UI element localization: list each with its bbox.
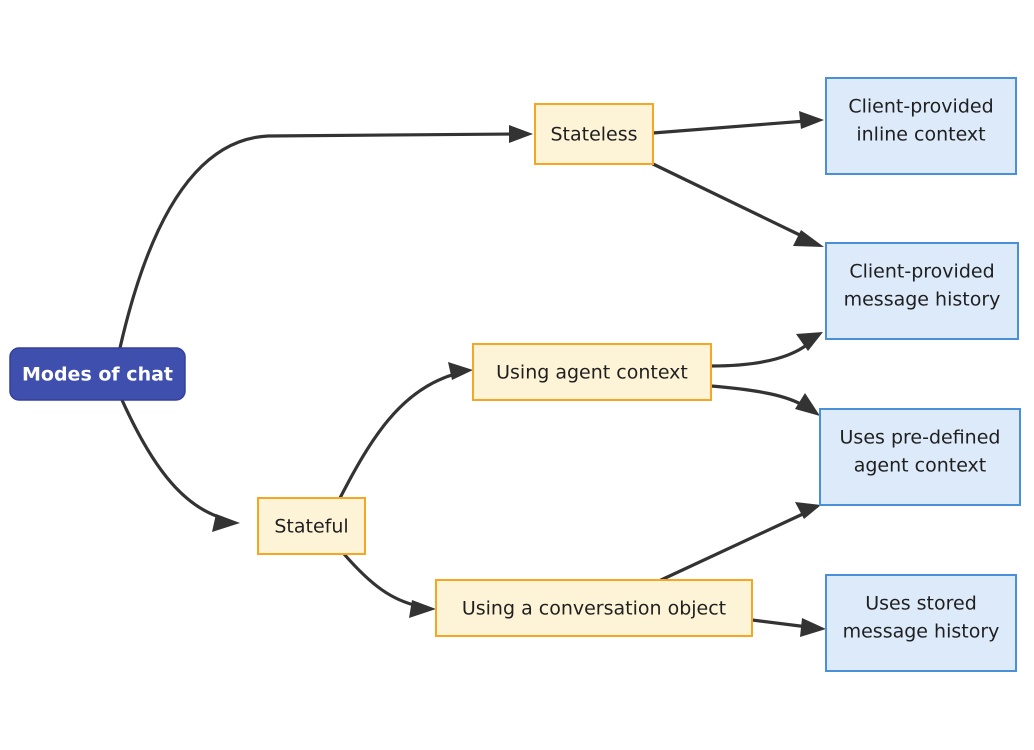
node-uses-pre-defined-agent-context-shape[interactable] [819,408,1021,506]
edge-agent-context-to-message-history [709,332,823,368]
node-modes-of-chat-label: Modes of chat [22,364,173,386]
node-uses-pre-defined-agent-context-label-line1: Uses pre-defined [840,427,1001,449]
node-using-a-conversation-object-shape[interactable] [435,579,753,637]
edge-layer [118,111,826,637]
edge-stateful-to-agent-context [338,362,473,500]
node-using-agent-context-label: Using agent context [496,362,688,384]
node-uses-pre-defined-agent-context-label-line2: agent context [854,455,987,477]
node-uses-stored-message-history-label-line1: Uses stored [865,593,977,615]
node-using-agent-context-shape[interactable] [472,343,712,401]
edge-agent-context-to-predefined-agent-context [709,384,820,416]
node-uses-pre-defined-agent-context[interactable]: Uses pre-defined agent context [819,408,1021,506]
node-client-provided-inline-context[interactable]: Client-provided inline context [825,77,1017,175]
node-stateful-shape[interactable] [257,497,366,555]
edge-root-to-stateful [120,398,240,532]
node-uses-stored-message-history-label-line2: message history [843,621,1000,643]
node-client-provided-message-history-label-line2: message history [844,289,1001,311]
node-stateless-label: Stateless [550,124,637,146]
node-stateless-shape[interactable] [534,103,654,165]
edge-stateful-to-conversation-object [342,552,436,618]
node-client-provided-inline-context-label-line1: Client-provided [848,96,993,118]
node-client-provided-message-history-label-line1: Client-provided [849,261,994,283]
node-layer: Modes of chat Stateless Stateful Using a… [9,77,1021,672]
node-client-provided-message-history-shape[interactable] [825,242,1019,340]
node-using-agent-context[interactable]: Using agent context [472,343,712,401]
node-client-provided-inline-context-shape[interactable] [825,77,1017,175]
edge-root-to-stateless [118,125,533,350]
node-modes-of-chat-shape[interactable] [9,347,186,401]
node-uses-stored-message-history-shape[interactable] [825,574,1017,672]
node-using-a-conversation-object-label: Using a conversation object [462,598,726,620]
node-stateful[interactable]: Stateful [257,497,366,555]
node-client-provided-message-history[interactable]: Client-provided message history [825,242,1019,340]
node-modes-of-chat[interactable]: Modes of chat [9,347,186,401]
node-stateless[interactable]: Stateless [534,103,654,165]
node-client-provided-inline-context-label-line2: inline context [856,124,985,146]
edge-conversation-object-to-stored-message-history [750,618,826,637]
node-stateful-label: Stateful [274,516,348,538]
edge-stateless-to-message-history [651,162,824,247]
node-uses-stored-message-history[interactable]: Uses stored message history [825,574,1017,672]
node-using-a-conversation-object[interactable]: Using a conversation object [435,579,753,637]
edge-conversation-object-to-predefined-agent-context [659,502,821,582]
edge-stateless-to-inline-context [651,111,824,135]
